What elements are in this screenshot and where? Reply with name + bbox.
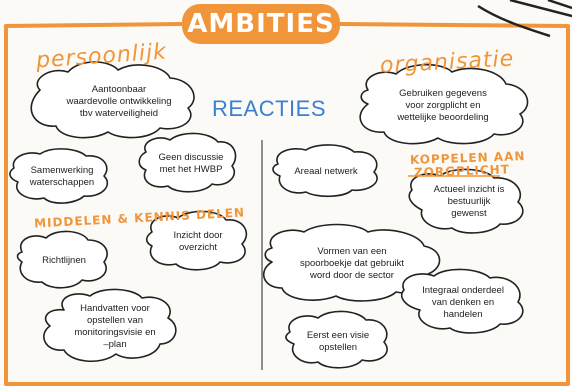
note-integraal-text: Integraal onderdeel van denken en handel… bbox=[422, 285, 504, 320]
note-eerst-text: Eerst een visie opstellen bbox=[306, 330, 370, 353]
note-gebruiken: Gebruiken gegevens voor zorgplicht en we… bbox=[362, 74, 524, 138]
cloud-gebruiken bbox=[359, 63, 529, 145]
note-handvatten: Handvatten voor opstellen van monitoring… bbox=[50, 296, 180, 358]
note-integraal: Integraal onderdeel van denken en handel… bbox=[404, 276, 522, 330]
cloud-eerst bbox=[285, 310, 388, 369]
note-areaal: Areaal netwerk bbox=[276, 150, 376, 194]
note-aantoonbaar-text: Aantoonbaar waardevolle ontwikkeling tbv… bbox=[66, 84, 172, 119]
note-inzicht-text: Inzicht door overzicht bbox=[173, 230, 223, 253]
note-richtlijnen-text: Richtlijnen bbox=[42, 255, 86, 266]
cloud-aantoonbaar bbox=[30, 61, 195, 139]
note-inzicht: Inzicht door overzicht bbox=[148, 218, 248, 266]
marker-doodle bbox=[477, 0, 572, 38]
cloud-integraal bbox=[400, 268, 524, 334]
note-samenwerking: Samenwerking waterschappen bbox=[14, 154, 110, 200]
note-vormen-text: Vormen van een spoorboekje dat gebruikt … bbox=[299, 246, 405, 281]
note-areaal-text: Areaal netwerk bbox=[294, 166, 358, 177]
page-title: AMBITIES bbox=[187, 9, 335, 39]
note-aantoonbaar: Aantoonbaar waardevolle ontwikkeling tbv… bbox=[44, 70, 194, 134]
cloud-inzicht bbox=[145, 210, 248, 271]
note-vormen: Vormen van een spoorboekje dat gebruikt … bbox=[270, 232, 434, 296]
page-title-banner: AMBITIES bbox=[182, 4, 340, 44]
cloud-handvatten bbox=[43, 288, 177, 362]
cloud-richtlijnen bbox=[16, 230, 108, 289]
note-richtlijnen: Richtlijnen bbox=[18, 238, 110, 284]
cloud-actueel bbox=[408, 168, 524, 234]
reacties-heading: REACTIES bbox=[212, 96, 327, 121]
note-actueel: Actueel inzicht is bestuurlijk gewenst bbox=[414, 176, 524, 228]
note-actueel-text: Actueel inzicht is bestuurlijk gewenst bbox=[433, 184, 505, 219]
cloud-geen-discussie bbox=[138, 132, 237, 193]
note-eerst: Eerst een visie opstellen bbox=[288, 318, 388, 366]
note-samenwerking-text: Samenwerking waterschappen bbox=[29, 165, 95, 188]
note-handvatten-text: Handvatten voor opstellen van monitoring… bbox=[74, 303, 156, 350]
cloud-areaal bbox=[272, 144, 378, 198]
note-gebruiken-text: Gebruiken gegevens voor zorgplicht en we… bbox=[397, 88, 489, 123]
note-geen-discussie: Geen discussie met het HWBP bbox=[142, 140, 240, 188]
cloud-samenwerking bbox=[9, 148, 109, 204]
frame-border bbox=[4, 22, 570, 386]
note-geen-discussie-text: Geen discussie met het HWBP bbox=[158, 152, 224, 175]
